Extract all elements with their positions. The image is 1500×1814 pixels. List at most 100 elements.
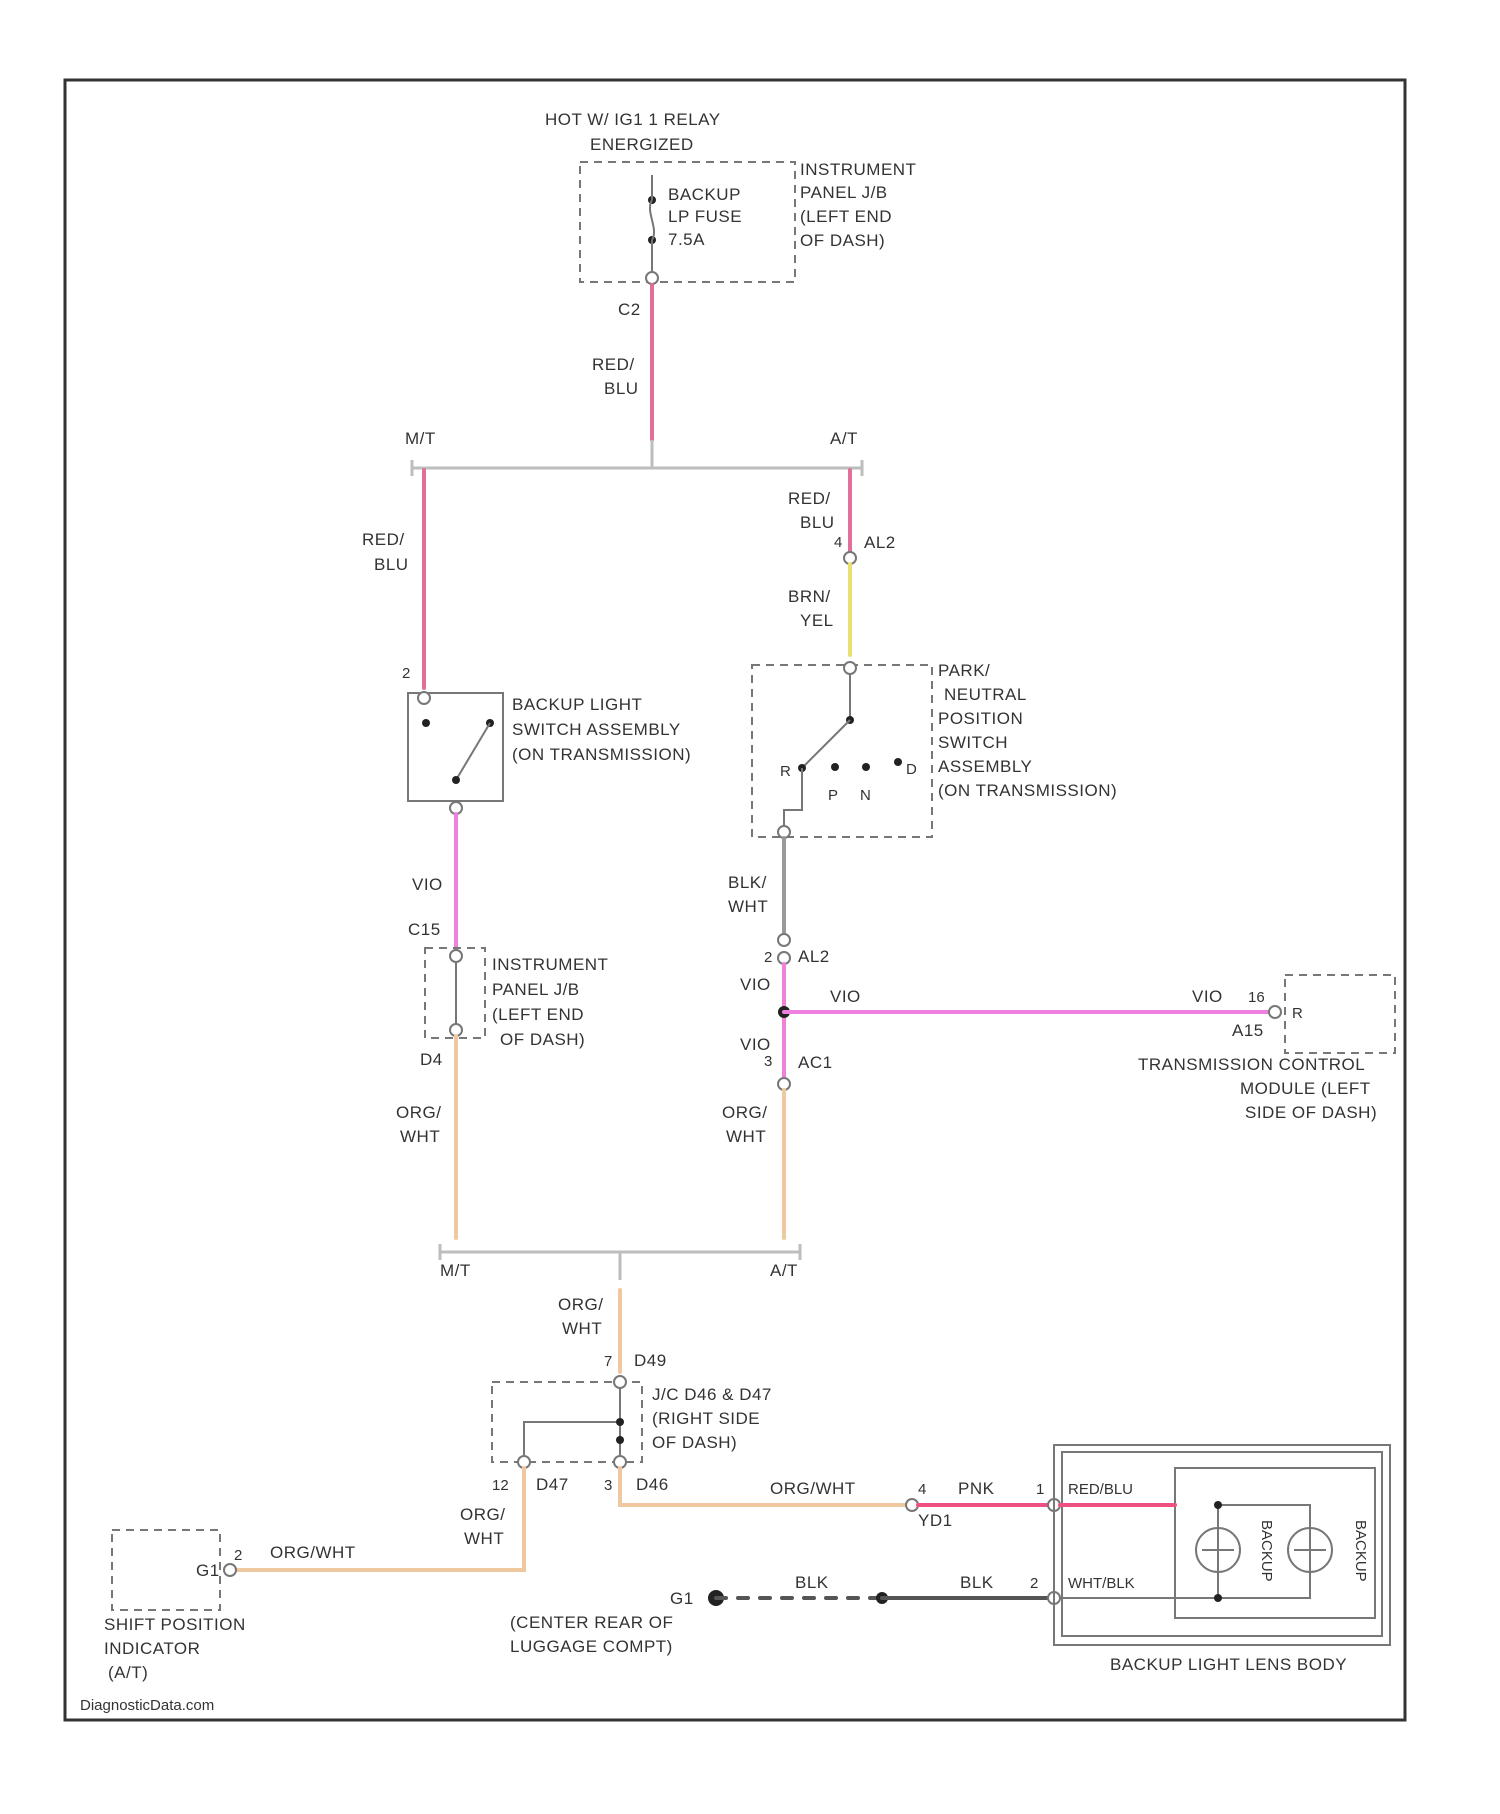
pn-switch-pos-r: R — [780, 763, 791, 780]
connector-yd1-label: YD1 — [918, 1511, 953, 1530]
wire-label-blk-lamp: BLK — [960, 1573, 994, 1592]
tcm-pin-r: R — [1292, 1005, 1303, 1022]
pn-switch-pos-n: N — [860, 787, 871, 804]
connector-d49-label: D49 — [634, 1351, 667, 1370]
connector-c15-label: C15 — [408, 920, 441, 939]
wire-label-org-wht-mt-2: WHT — [400, 1127, 440, 1146]
ground-id-label: G1 — [670, 1589, 694, 1608]
backup-switch-pivot — [452, 776, 460, 784]
fuse-label-line3: 7.5A — [668, 230, 705, 249]
pn-switch-label-3: POSITION — [938, 709, 1023, 728]
pin-al2-bottom: 2 — [764, 949, 772, 966]
pn-switch-contact-p — [831, 763, 839, 771]
connector-a15-label: A15 — [1232, 1021, 1264, 1040]
backup-switch-label-1: BACKUP LIGHT — [512, 695, 642, 714]
power-source-label-line2: ENERGIZED — [590, 135, 694, 154]
ipjb-top-label-line1: INSTRUMENT — [800, 160, 916, 179]
fuse-element — [650, 175, 654, 272]
wire-label-brn-yel-2: YEL — [800, 611, 834, 630]
wire-label-org-wht-at-1: ORG/ — [722, 1103, 767, 1122]
backup-light-lens-body — [1054, 1445, 1390, 1645]
pin-d47: 12 — [492, 1477, 509, 1494]
shift-indicator-label-1: SHIFT POSITION — [104, 1615, 246, 1634]
al2-terminal-bottom-upper — [778, 934, 790, 946]
connector-d47-label: D47 — [536, 1475, 569, 1494]
backup-light-lens-inner — [1062, 1452, 1382, 1636]
jc-splice-upper — [616, 1418, 624, 1426]
pn-switch-pos-p: P — [828, 787, 838, 804]
backup-lens-body-label: BACKUP LIGHT LENS BODY — [1110, 1655, 1347, 1674]
pn-switch-pos-d: D — [906, 761, 917, 778]
connector-al2-top-label: AL2 — [864, 533, 896, 552]
wire-label-red-blu-at-1: RED/ — [788, 489, 831, 508]
wire-label-vio-at-upper: VIO — [740, 975, 771, 994]
backup-switch-blade — [456, 723, 490, 780]
wire-label-vio-at-lower: VIO — [740, 1035, 771, 1054]
pn-switch-contact-d — [894, 758, 902, 766]
wire-label-org-wht-indicator-2: WHT — [464, 1529, 504, 1548]
lamp-wire-wht-blk-label: WHT/BLK — [1068, 1575, 1135, 1592]
shift-indicator-label-3: (A/T) — [108, 1663, 148, 1682]
pn-switch-label-1: PARK/ — [938, 661, 990, 680]
ipjb-mid-terminal-top — [450, 950, 462, 962]
pin-d49: 7 — [604, 1353, 612, 1370]
wire-label-vio-tcm-left: VIO — [830, 987, 861, 1006]
backup-switch-terminal-in — [418, 692, 430, 704]
backup-switch-contact-fixed — [422, 719, 430, 727]
wire-label-org-wht-to-lamp: ORG/WHT — [770, 1479, 856, 1498]
branch-at-bottom: A/T — [770, 1261, 798, 1280]
pin-yd1: 4 — [918, 1481, 926, 1498]
ipjb-mid-label-2: PANEL J/B — [492, 980, 580, 999]
wire-label-org-wht-at-2: WHT — [726, 1127, 766, 1146]
wire-label-pnk: PNK — [958, 1479, 995, 1498]
pn-switch-label-2: NEUTRAL — [944, 685, 1027, 704]
backup-switch-label-2: SWITCH ASSEMBLY — [512, 720, 681, 739]
pn-switch-label-5: ASSEMBLY — [938, 757, 1032, 776]
wire-label-blk-ground: BLK — [795, 1573, 829, 1592]
wire-label-blk-wht-1: BLK/ — [728, 873, 767, 892]
pin-mt-switch-in: 2 — [402, 665, 410, 682]
pin-ac1: 3 — [764, 1053, 772, 1070]
pn-switch-label-6: (ON TRANSMISSION) — [938, 781, 1117, 800]
wire-label-blk-wht-2: WHT — [728, 897, 768, 916]
credit-text: DiagnosticData.com — [80, 1697, 214, 1714]
wire-label-vio-tcm-right: VIO — [1192, 987, 1223, 1006]
pn-switch-blade — [802, 720, 850, 768]
fuse-label-line2: LP FUSE — [668, 207, 742, 226]
power-source-label-line1: HOT W/ IG1 1 RELAY — [545, 110, 721, 129]
jc-splice-lower — [616, 1436, 624, 1444]
pn-switch-terminal-in — [844, 662, 856, 674]
wire-label-org-wht-common-2: WHT — [562, 1319, 602, 1338]
tcm-label-2: MODULE (LEFT — [1240, 1079, 1371, 1098]
branch-at-top: A/T — [830, 429, 858, 448]
ipjb-mid-label-4: OF DASH) — [500, 1030, 585, 1049]
ground-location-label-2: LUGGAGE COMPT) — [510, 1637, 673, 1656]
lamp-wire-red-blu-label: RED/BLU — [1068, 1481, 1133, 1498]
option-bus-bottom — [440, 1244, 800, 1280]
wire-label-red-blu-feed-1: RED/ — [592, 355, 635, 374]
wire-label-org-wht-indicator-inline: ORG/WHT — [270, 1543, 356, 1562]
jc-label-3: OF DASH) — [652, 1433, 737, 1452]
wire-label-vio-mt: VIO — [412, 875, 443, 894]
shift-indicator-label-2: INDICATOR — [104, 1639, 200, 1658]
lamp-left-label: BACKUP — [1258, 1520, 1275, 1582]
wire-label-org-wht-indicator-1: ORG/ — [460, 1505, 505, 1524]
wire-label-red-blu-mt-2: BLU — [374, 555, 409, 574]
wire-label-red-blu-at-2: BLU — [800, 513, 835, 532]
ipjb-mid-label-3: (LEFT END — [492, 1005, 584, 1024]
ipjb-top-label-line4: OF DASH) — [800, 231, 885, 250]
wire-label-red-blu-feed-2: BLU — [604, 379, 639, 398]
pin-tcm: 16 — [1248, 989, 1265, 1006]
wire-label-org-wht-mt-1: ORG/ — [396, 1103, 441, 1122]
connector-c2-label: C2 — [618, 300, 641, 319]
lamp-right-label: BACKUP — [1352, 1520, 1369, 1582]
jc-internal-bus — [524, 1388, 620, 1455]
pin-shift-indicator: 2 — [234, 1547, 242, 1564]
tcm-label-1: TRANSMISSION CONTROL — [1138, 1055, 1365, 1074]
backup-switch-label-3: (ON TRANSMISSION) — [512, 745, 691, 764]
tcm-label-3: SIDE OF DASH) — [1245, 1103, 1377, 1122]
lamp-bus-bottom — [1214, 1594, 1222, 1602]
connector-ac1-label: AC1 — [798, 1053, 833, 1072]
fuse-output-terminal — [646, 272, 658, 284]
ipjb-top-label-line2: PANEL J/B — [800, 183, 888, 202]
